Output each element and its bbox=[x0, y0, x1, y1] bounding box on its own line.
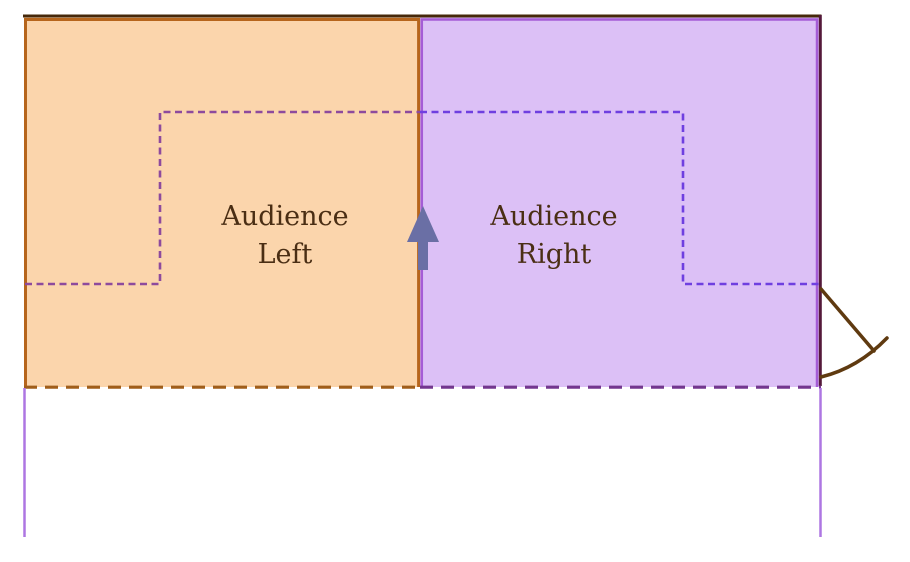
audience-right-region bbox=[420, 17, 820, 387]
audience-left-region bbox=[24, 17, 420, 387]
audience-left-label-line1: Audience bbox=[220, 201, 348, 232]
seating-zone-right-dashed bbox=[420, 110, 819, 286]
door-swing-icon bbox=[819, 287, 889, 379]
door-leaf-line bbox=[819, 287, 876, 353]
seating-zone-left-dashed bbox=[25, 110, 420, 286]
audience-right-label-line1: Audience bbox=[489, 201, 617, 232]
audience-right-label-line2: Right bbox=[517, 239, 592, 270]
up-arrow-icon bbox=[407, 206, 439, 270]
door-arc bbox=[819, 336, 889, 379]
audience-left-label-line2: Left bbox=[258, 239, 313, 270]
audience-left-border bbox=[24, 18, 421, 387]
audience-right-border bbox=[420, 18, 819, 387]
